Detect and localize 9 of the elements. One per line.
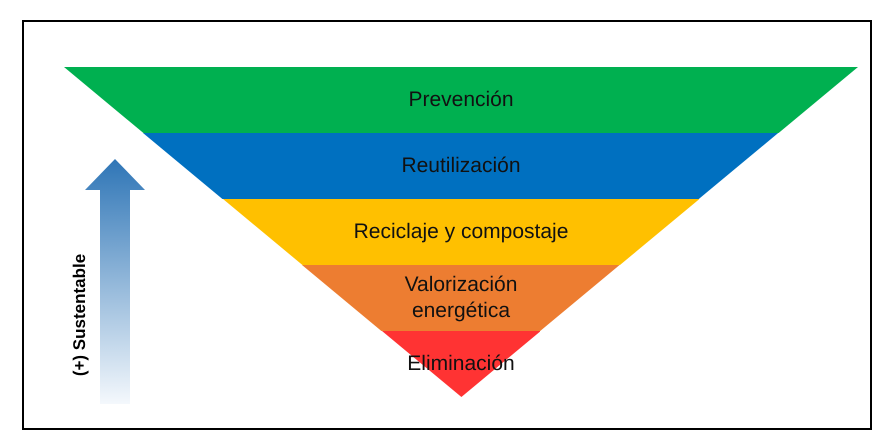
- level-label: Reciclaje y compostaje: [354, 218, 568, 245]
- level-label: Reutilización: [401, 152, 521, 179]
- pyramid-level: [302, 265, 620, 331]
- level-label: Valorización energética: [404, 272, 518, 324]
- axis-label: (+) Sustentable: [70, 254, 90, 376]
- pyramid-level: [222, 199, 700, 265]
- level-label: Prevención: [408, 86, 514, 113]
- pyramid-level: [143, 133, 779, 199]
- pyramid-level: [64, 67, 858, 133]
